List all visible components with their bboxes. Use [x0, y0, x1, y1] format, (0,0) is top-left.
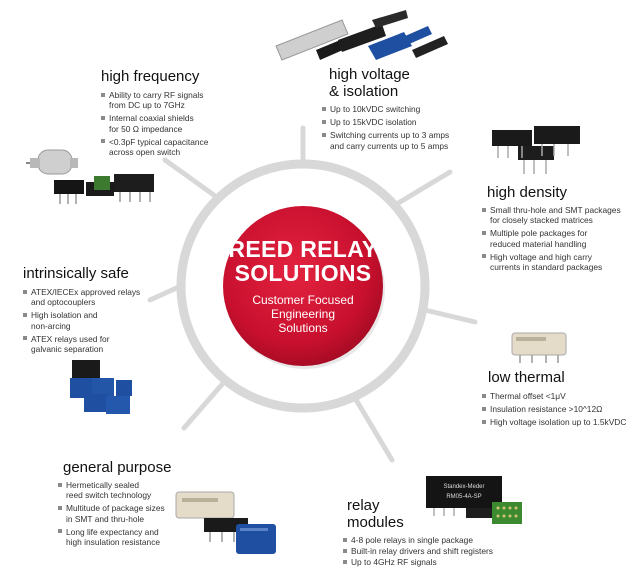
high-voltage-title: high voltage & isolation — [329, 66, 410, 100]
high-density-bullets: Small thru-hole and SMT packages for clo… — [482, 205, 637, 275]
bullet-square-icon — [101, 139, 105, 144]
bullet-square-icon — [322, 106, 326, 111]
relay-modules-title: relay modules — [347, 497, 404, 531]
high-density-product-image — [492, 126, 580, 174]
general-purpose-product-image — [175, 491, 276, 554]
bullet-square-icon — [23, 312, 27, 317]
center-disc — [223, 206, 383, 366]
center-title-line1: REED RELAY — [228, 236, 378, 262]
low-thermal-title: low thermal — [488, 369, 565, 386]
bullet-square-icon — [343, 559, 347, 564]
bullet-square-icon — [482, 230, 486, 235]
bullet-square-icon — [101, 92, 105, 97]
general-purpose-title: general purpose — [63, 459, 172, 476]
high-voltage-bullets: Up to 10kVDC switching Up to 15kVDC isol… — [322, 104, 492, 154]
high-frequency-bullets: Ability to carry RF signals from DC up t… — [101, 90, 231, 160]
high-frequency-title: high frequency — [101, 68, 200, 85]
bullet-item: Multitude of package sizes in SMT and th… — [58, 503, 188, 524]
bullet-item: Insulation resistance >10^12Ω — [482, 404, 640, 414]
relay-modules-title-line2: modules — [347, 514, 404, 531]
bullet-square-icon — [101, 115, 105, 120]
center-subtitle: Customer Focused Engineering Solutions — [223, 293, 383, 335]
center-subtitle-line2: Engineering — [270, 307, 336, 321]
bullet-item: Up to 10kVDC switching — [322, 104, 492, 114]
spoke-high-frequency — [162, 157, 221, 201]
bullet-item: Thermal offset <1μV — [482, 391, 640, 401]
center-subtitle-line1: Customer Focused — [252, 293, 354, 307]
intrinsically-safe-bullets: ATEX/IECEx approved relays and optocoupl… — [23, 287, 153, 357]
bullet-item: Switching currents up to 3 amps and carr… — [322, 130, 492, 151]
relay-modules-title-line1: relay — [347, 497, 380, 514]
bullet-item: <0.3pF typical capacitance across open s… — [101, 137, 231, 157]
bullet-item: ATEX relays used for galvanic separation — [23, 334, 153, 354]
bullet-square-icon — [58, 529, 62, 534]
bullet-item: High voltage and high carry currents in … — [482, 252, 637, 272]
bullet-item: 4-8 pole relays in single package — [343, 535, 523, 545]
bullet-item: ATEX/IECEx approved relays and optocoupl… — [23, 287, 153, 307]
bullet-square-icon — [23, 336, 27, 341]
relay-modules-bullets: 4-8 pole relays in single package Built-… — [343, 535, 523, 569]
relay-module-part-label: RM05-4A-SP — [446, 494, 481, 500]
bullet-square-icon — [322, 119, 326, 124]
relay-modules-product-image: Standex-Meder RM05-4A-SP — [426, 476, 522, 524]
center-title-line2: SOLUTIONS — [234, 260, 372, 286]
bullet-square-icon — [482, 406, 486, 411]
high-voltage-product-image — [275, 10, 448, 61]
bullet-square-icon — [482, 254, 486, 259]
high-voltage-title-line1: high voltage — [329, 66, 410, 83]
center-title: REED RELAY SOLUTIONS — [223, 237, 383, 285]
bullet-item: Hermetically sealed reed switch technolo… — [58, 480, 188, 500]
high-density-title: high density — [487, 184, 568, 201]
bullet-item: Up to 15kVDC isolation — [322, 117, 492, 127]
intrinsically-safe-title: intrinsically safe — [23, 265, 129, 282]
bullet-item: Small thru-hole and SMT packages for clo… — [482, 205, 637, 225]
low-thermal-product-image — [511, 332, 567, 363]
high-frequency-product-image — [26, 149, 154, 204]
high-voltage-title-line2: & isolation — [329, 83, 399, 100]
bullet-item: Internal coaxial shields for 50 Ω impeda… — [101, 113, 231, 134]
intrinsically-safe-product-image — [70, 360, 132, 414]
bullet-item: Long life expectancy and high insulation… — [58, 527, 188, 547]
bullet-item: High voltage isolation up to 1.5kVDC — [482, 417, 640, 427]
bullet-item: Multiple pole packages for reduced mater… — [482, 228, 637, 249]
bullet-square-icon — [482, 419, 486, 424]
bullet-item: High isolation and non-arcing — [23, 310, 153, 331]
spoke-high-density — [392, 169, 453, 208]
bullet-square-icon — [482, 393, 486, 398]
bullet-square-icon — [343, 537, 347, 542]
bullet-item: Built-in relay drivers and shift registe… — [343, 546, 523, 556]
center-subtitle-line3: Solutions — [278, 321, 328, 335]
bullet-square-icon — [322, 132, 326, 137]
low-thermal-bullets: Thermal offset <1μV Insulation resistanc… — [482, 391, 640, 431]
bullet-square-icon — [23, 289, 27, 294]
spoke-intrinsically-safe — [147, 283, 184, 303]
bullet-square-icon — [482, 207, 486, 212]
bullet-item: Ability to carry RF signals from DC up t… — [101, 90, 231, 110]
bullet-item: Up to 4GHz RF signals — [343, 557, 523, 567]
spoke-relay-modules — [352, 395, 395, 463]
bullet-square-icon — [343, 548, 347, 553]
spoke-general-purpose — [181, 378, 228, 431]
general-purpose-bullets: Hermetically sealed reed switch technolo… — [58, 480, 188, 550]
bullet-square-icon — [58, 505, 62, 510]
relay-module-brand-label: Standex-Meder — [443, 484, 484, 490]
spoke-low-thermal — [422, 307, 478, 325]
bullet-square-icon — [58, 482, 62, 487]
